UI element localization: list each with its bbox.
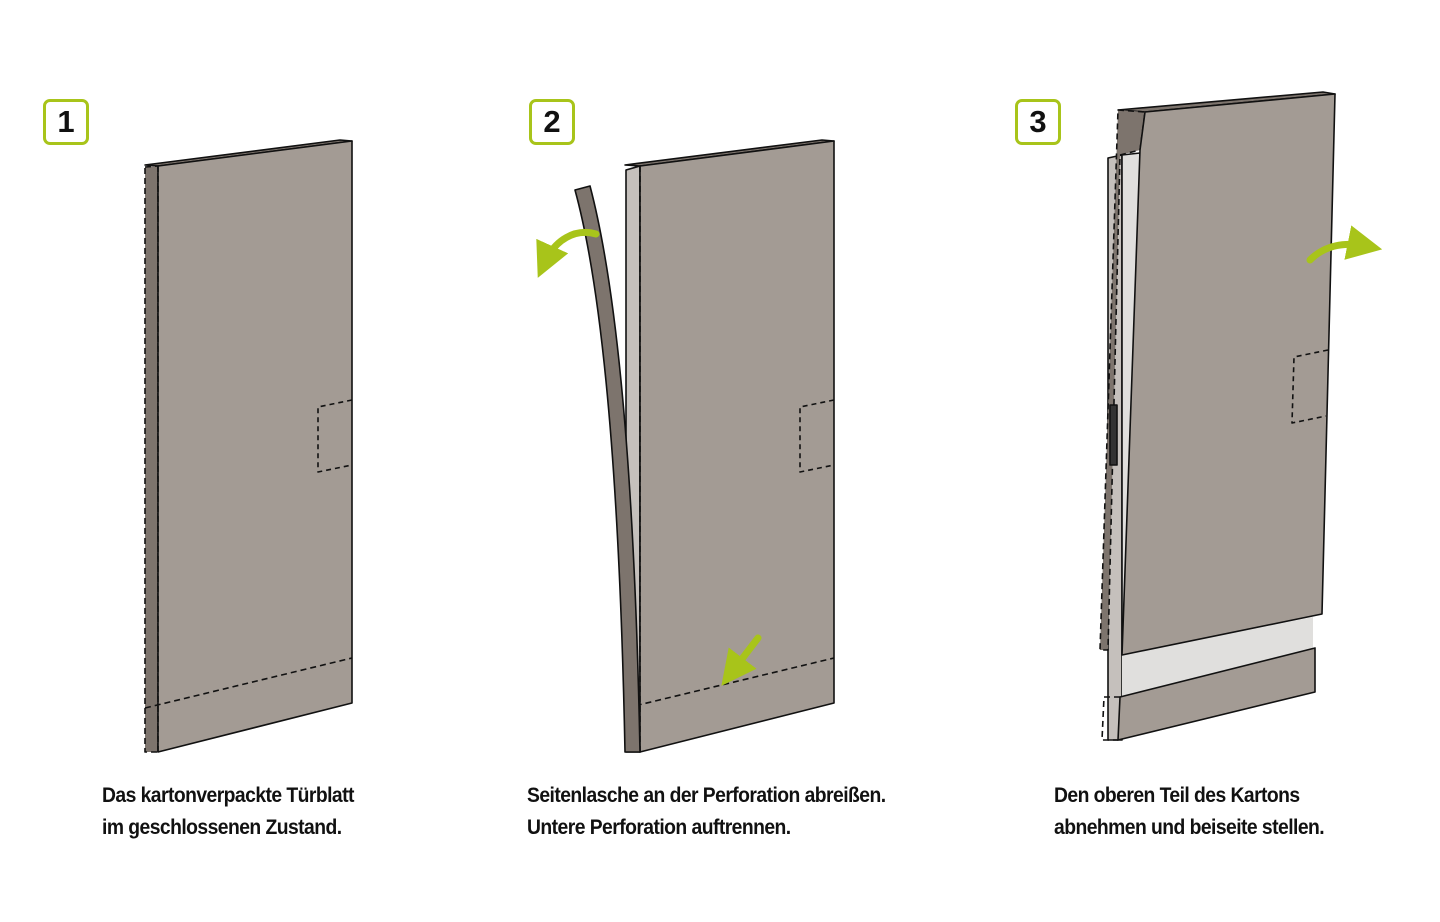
caption-line: Seitenlasche an der Perforation abreißen… xyxy=(527,784,886,807)
arrow-perforation-icon xyxy=(721,634,762,686)
arrow-remove-top-icon xyxy=(1306,225,1383,264)
caption-line: im geschlossenen Zustand. xyxy=(102,816,342,839)
door-carton-top-removed xyxy=(1099,91,1336,741)
caption-step-1: Das kartonverpackte Türblatt im geschlos… xyxy=(102,780,354,844)
caption-line: Das kartonverpackte Türblatt xyxy=(102,784,354,807)
caption-line: abnehmen und beiseite stellen. xyxy=(1054,816,1325,839)
door-carton-flap-open xyxy=(574,139,835,753)
step-badge-1: 1 xyxy=(43,99,89,145)
step-badge-2: 2 xyxy=(529,99,575,145)
caption-line: Untere Perforation auftrennen. xyxy=(527,816,791,839)
door-handle xyxy=(1109,404,1118,466)
side-flap xyxy=(574,185,641,753)
caption-step-2: Seitenlasche an der Perforation abreißen… xyxy=(527,780,886,844)
caption-line: Den oberen Teil des Kartons xyxy=(1054,784,1300,807)
caption-step-3: Den oberen Teil des Kartons abnehmen und… xyxy=(1054,780,1325,844)
door-carton-closed xyxy=(144,139,353,753)
step-badge-3: 3 xyxy=(1015,99,1061,145)
arrow-flap-icon xyxy=(536,229,600,278)
